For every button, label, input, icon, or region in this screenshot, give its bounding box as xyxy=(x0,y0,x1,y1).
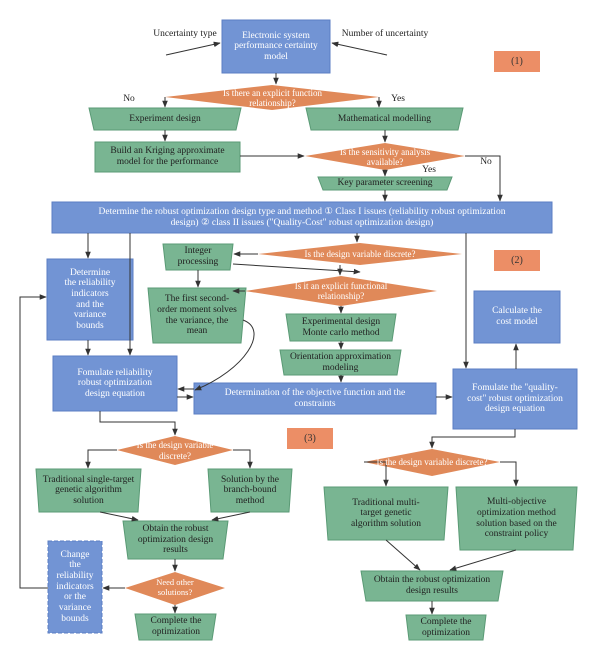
math-modelling-box xyxy=(305,107,464,131)
arrow-first-to-objective xyxy=(194,319,255,391)
arrow-single-to-obtain xyxy=(99,511,139,522)
change-reliability-box xyxy=(47,540,103,634)
discrete-decision-3 xyxy=(364,449,500,476)
key-param-box xyxy=(317,176,453,191)
complete-right-box xyxy=(405,614,487,641)
kriging-box xyxy=(94,141,241,173)
objective-box xyxy=(193,382,437,415)
arrow-discrete3-to-multiobj xyxy=(500,461,519,487)
arrow-formulate-qc-to-discrete3 xyxy=(429,429,516,449)
discrete-decision-1 xyxy=(258,243,462,265)
experiment-design-box xyxy=(88,107,242,131)
formulate-reliability-box xyxy=(52,355,178,412)
discrete-decision-2 xyxy=(117,436,233,465)
arrow-integer-to-explicit2 xyxy=(232,263,361,275)
integer-processing-box xyxy=(162,243,234,271)
arrow-sensitivity-no xyxy=(465,155,503,202)
formulate-qc-box xyxy=(452,368,578,430)
obtain-right-box xyxy=(360,570,504,602)
connectors xyxy=(19,41,519,615)
explicit-decision-2 xyxy=(245,276,437,306)
trad-single-box xyxy=(35,468,142,513)
complete-left-box xyxy=(134,613,217,641)
arrow-type-to-model xyxy=(165,41,221,56)
reliability-indicators-box xyxy=(46,258,134,341)
obtain-left-box xyxy=(122,520,229,560)
first-second-moment-box xyxy=(147,287,247,344)
determine-type-box xyxy=(51,201,553,234)
model-box xyxy=(221,19,331,74)
sensitivity-decision xyxy=(305,143,465,170)
trad-multi-box xyxy=(323,486,449,541)
arrow-discrete3-to-multi xyxy=(364,461,389,487)
arrow-branch-to-obtain xyxy=(211,511,251,522)
arrow-discrete2-to-branch xyxy=(233,449,253,469)
arrow-discrete2-to-single xyxy=(85,449,117,469)
arrow-change-to-reliability xyxy=(19,294,48,589)
stage-tag-2: (2) xyxy=(494,250,540,271)
explicit-decision xyxy=(165,85,379,110)
arrow-multiobj-to-obtain xyxy=(449,549,517,571)
calc-cost-box xyxy=(473,290,561,344)
stage-tag-1: (1) xyxy=(494,51,540,72)
branch-bound-box xyxy=(207,468,293,513)
arrow-formulate-rel-to-discrete2 xyxy=(99,411,178,436)
exp-monte-box xyxy=(285,313,397,342)
need-other-decision xyxy=(125,572,225,605)
multi-obj-box xyxy=(455,486,578,551)
arrow-number-to-model xyxy=(331,41,388,56)
arrow-multi-to-obtain xyxy=(385,539,421,571)
orientation-box xyxy=(279,349,402,376)
stage-tag-3: (3) xyxy=(287,428,333,449)
